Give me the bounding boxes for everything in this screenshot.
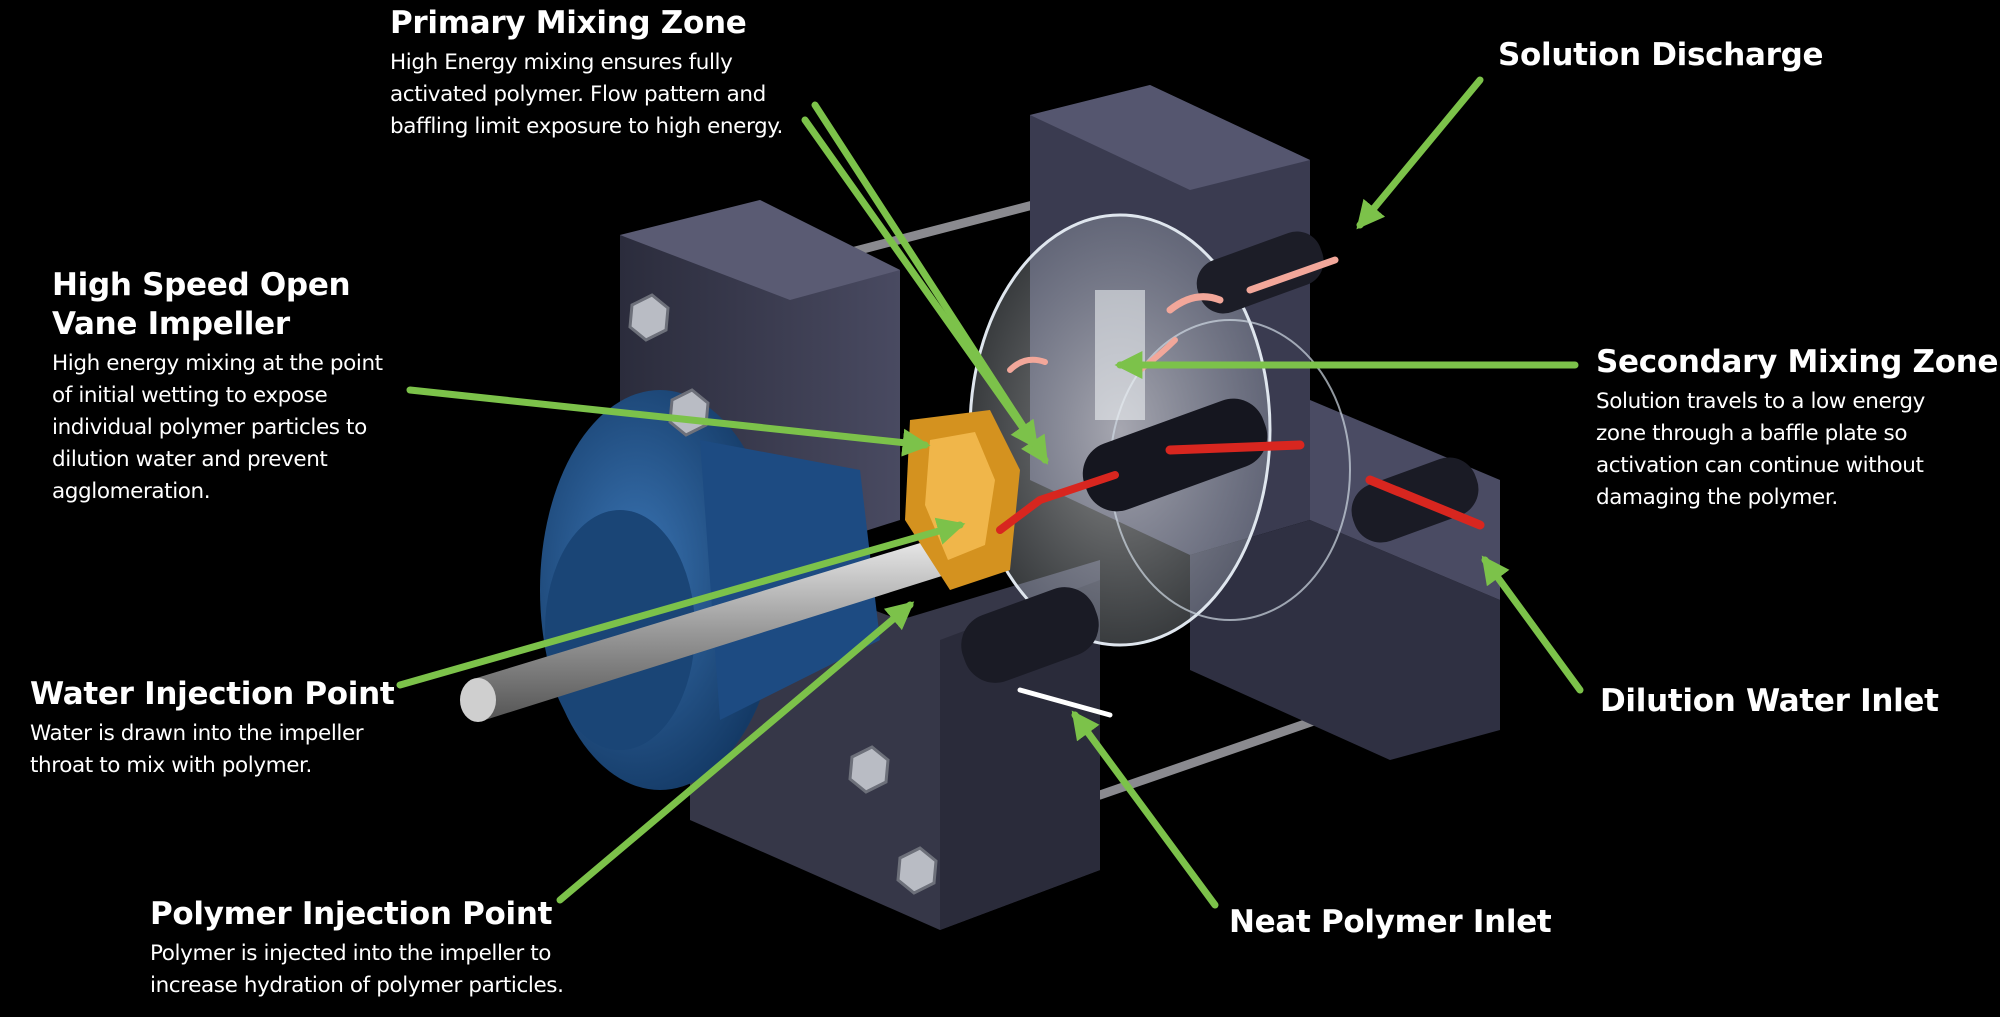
callout-description: Water is drawn into the impeller throat … (30, 718, 394, 782)
callout-title: Solution Discharge (1498, 37, 1824, 73)
desc-line: activated polymer. Flow pattern and (390, 81, 766, 107)
desc-line: increase hydration of polymer particles. (150, 972, 564, 998)
callout-title: Polymer Injection Point (150, 896, 553, 932)
callout-title: Primary Mixing Zone (390, 5, 747, 41)
callout-water-injection-point: Water Injection Point Water is drawn int… (30, 675, 395, 782)
callout-description: Polymer is injected into the impeller to… (150, 938, 564, 1002)
desc-line: Solution travels to a low energy (1596, 388, 1925, 414)
callout-title: Water Injection Point (30, 676, 395, 712)
pointer-dilution-water-inlet (1481, 555, 1584, 694)
desc-line: zone through a baffle plate so (1596, 420, 1908, 446)
housing-bolts (628, 293, 938, 895)
callout-primary-mixing-zone: Primary Mixing Zone High Energy mixing e… (390, 4, 783, 143)
callout-neat-polymer-inlet: Neat Polymer Inlet (1229, 903, 1552, 942)
callout-description: High Energy mixing ensures fully activat… (390, 47, 783, 143)
desc-line: Water is drawn into the impeller (30, 720, 364, 746)
flow-arrows (996, 256, 1485, 718)
desc-line: High Energy mixing ensures fully (390, 49, 733, 75)
callout-description: Solution travels to a low energy zone th… (1596, 386, 1998, 514)
desc-line: agglomeration. (52, 478, 211, 504)
motor-flange (540, 390, 880, 790)
callout-solution-discharge: Solution Discharge (1498, 36, 1824, 75)
callout-title: Dilution Water Inlet (1600, 683, 1939, 719)
pointer-solution-discharge (1356, 76, 1484, 230)
desc-line: Polymer is injected into the impeller to (150, 940, 552, 966)
callout-title: High Speed Open Vane Impeller (52, 266, 383, 344)
desc-line: baffling limit exposure to high energy. (390, 113, 783, 139)
desc-line: High energy mixing at the point (52, 350, 383, 376)
title-line: Vane Impeller (52, 305, 290, 342)
pointer-primary-mixing-zone-2 (801, 116, 1039, 450)
callout-title: Neat Polymer Inlet (1229, 904, 1552, 940)
desc-line: of initial wetting to expose (52, 382, 328, 408)
pointer-neat-polymer-inlet (1071, 710, 1219, 909)
callout-title: Secondary Mixing Zone (1596, 344, 1999, 380)
drive-shaft (460, 540, 945, 722)
desc-line: damaging the polymer. (1596, 484, 1838, 510)
desc-line: throat to mix with polymer. (30, 752, 312, 778)
title-line: High Speed Open (52, 267, 351, 303)
callout-dilution-water-inlet: Dilution Water Inlet (1600, 682, 1939, 721)
pointer-water-injection (396, 517, 966, 689)
desc-line: individual polymer particles to (52, 414, 367, 440)
callout-high-speed-impeller: High Speed Open Vane Impeller High energ… (52, 266, 383, 508)
callout-polymer-injection-point: Polymer Injection Point Polymer is injec… (150, 895, 564, 1002)
pointer-high-speed-impeller (406, 386, 931, 457)
pointer-polymer-injection (556, 601, 915, 904)
desc-line: activation can continue without (1596, 452, 1924, 478)
callout-description: High energy mixing at the point of initi… (52, 348, 383, 508)
callout-secondary-mixing-zone: Secondary Mixing Zone Solution travels t… (1596, 343, 1999, 514)
desc-line: dilution water and prevent (52, 446, 328, 472)
callout-pointers (396, 76, 1584, 909)
